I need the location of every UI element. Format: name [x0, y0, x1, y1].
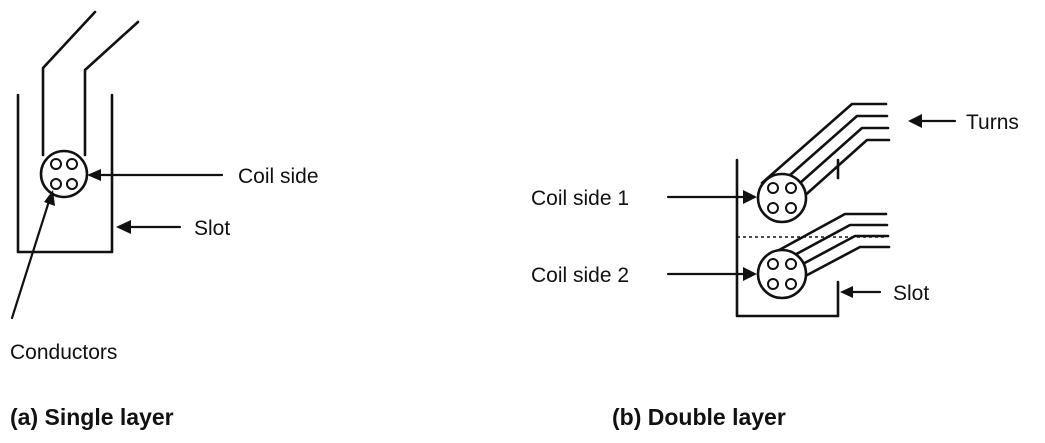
- single-layer-slot-arrowhead: [116, 220, 131, 234]
- double-layer-conductor: [785, 258, 797, 270]
- double-layer-conductor: [767, 182, 779, 194]
- single-layer-conductors-label: Conductors: [10, 341, 117, 364]
- double-layer-caption: (b) Double layer: [612, 404, 786, 430]
- double-layer-slot: [735, 158, 840, 318]
- single-layer-conductor: [66, 178, 78, 190]
- double-layer-conductor: [785, 202, 797, 214]
- single-layer-conductor: [50, 178, 62, 190]
- double-layer-conductor: [767, 278, 779, 290]
- double-layer-conductor: [767, 202, 779, 214]
- double-layer-upper-turns: [760, 102, 891, 209]
- single-layer-slot-label: Slot: [194, 217, 230, 240]
- single-layer-coil-side-arrowhead: [87, 169, 101, 181]
- double-layer-turns-label: Turns: [966, 111, 1019, 134]
- double-layer-lower-turns: [768, 212, 891, 284]
- single-layer-conductor: [50, 158, 62, 170]
- double-layer-figure: Turns Coil side 1 Coil side 2 Slot (b) D…: [531, 102, 1019, 430]
- single-layer-conductors-arrowhead: [44, 190, 55, 206]
- single-layer-coil-side-label: Coil side: [238, 165, 319, 188]
- double-layer-coil-side-2-arrowhead: [743, 267, 757, 281]
- double-layer-coil-side-1-arrowhead: [743, 190, 757, 204]
- single-layer-conductors-arrow: [10, 196, 52, 320]
- single-layer-coil-lead-left: [41, 10, 97, 157]
- double-layer-coil-side-2-label: Coil side 2: [531, 264, 629, 287]
- double-layer-conductor: [767, 258, 779, 270]
- single-layer-slot: [16, 93, 114, 254]
- double-layer-slot-label: Slot: [893, 282, 929, 305]
- double-layer-turns-arrowhead: [908, 114, 922, 128]
- single-layer-coil-lead-right: [83, 20, 140, 157]
- single-layer-coil-side: [39, 149, 89, 199]
- double-layer-conductor: [785, 278, 797, 290]
- double-layer-coil-side-1: [756, 172, 808, 224]
- double-layer-slot-arrowhead: [840, 286, 853, 298]
- single-layer-figure: Coil side Slot Conductors (a) Single lay…: [10, 10, 319, 430]
- double-layer-conductor: [785, 182, 797, 194]
- double-layer-coil-side-2: [756, 248, 808, 300]
- double-layer-coil-side-1-label: Coil side 1: [531, 187, 629, 210]
- single-layer-conductor: [66, 158, 78, 170]
- single-layer-caption: (a) Single layer: [10, 404, 174, 430]
